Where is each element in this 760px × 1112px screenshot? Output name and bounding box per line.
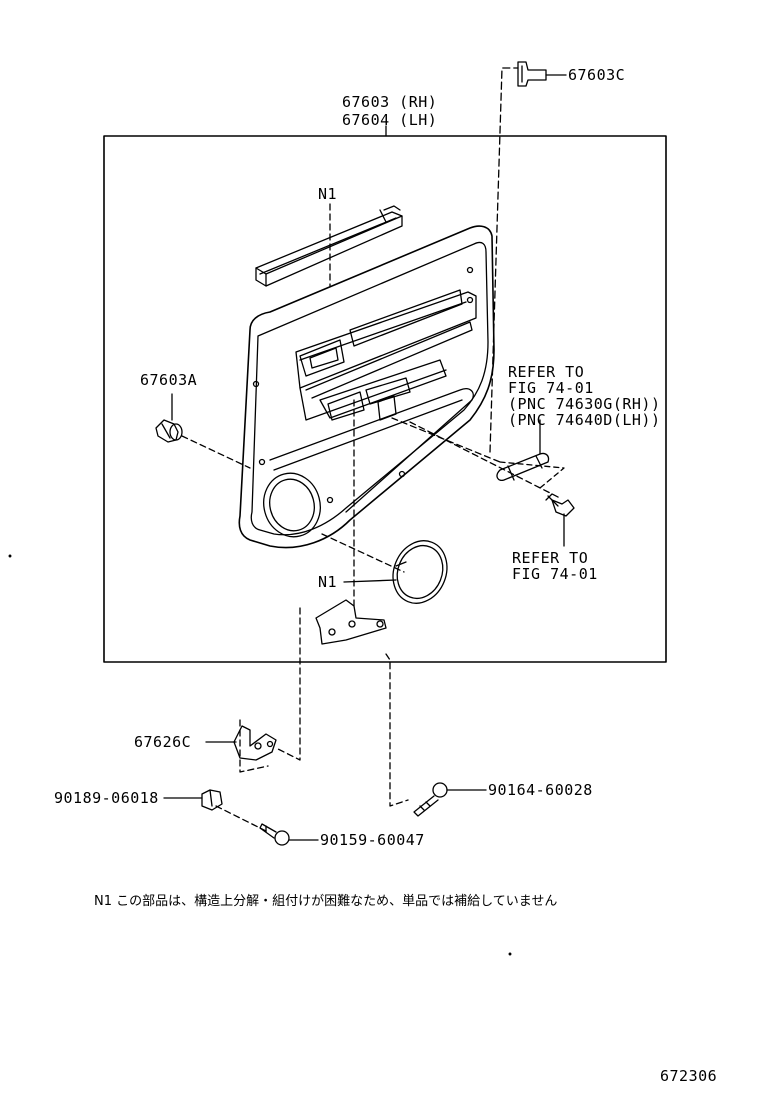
n1-mid-leader [343, 579, 397, 583]
screw-90164-icon [413, 782, 448, 817]
label-67603a: 67603A [140, 371, 198, 389]
label-panel-rh: 67603 (RH) [342, 93, 438, 111]
figure-number: 672306 [660, 1067, 718, 1085]
label-refer-1-line-3: (PNC 74630G(RH)) [508, 395, 661, 413]
label-67626c: 67626C [134, 733, 192, 751]
label-n1-mid: N1 [318, 573, 338, 591]
stray-dot [8, 554, 12, 558]
label-refer-1-line-4: (PNC 74640D(LH)) [508, 411, 661, 429]
label-refer-2-line-2: FIG 74-01 [512, 565, 598, 583]
label-panel-lh: 67604 (LH) [342, 111, 438, 129]
pin-74630g-icon [496, 452, 550, 482]
speaker-cover-n1 [392, 540, 448, 604]
label-90164: 90164-60028 [488, 781, 593, 799]
label-refer-1-line-1: REFER TO [508, 363, 585, 381]
screw-90159-icon [259, 823, 290, 846]
panel-dashed-leaders [181, 399, 561, 611]
pin-dashed-frame [499, 461, 565, 489]
weatherstrip-n1 [255, 205, 403, 287]
label-67603c: 67603C [568, 66, 626, 84]
label-90159: 90159-60047 [320, 831, 425, 849]
door-trim-panel [238, 225, 495, 549]
clip-67603a-icon [155, 419, 183, 443]
clip-67603c-icon [517, 61, 547, 87]
label-refer-1-line-2: FIG 74-01 [508, 379, 594, 397]
label-90189: 90189-06018 [54, 789, 159, 807]
screw-refer-icon [545, 493, 575, 517]
bracket-67626c-icon [233, 725, 277, 761]
stray-dot [508, 952, 512, 956]
label-refer-2-line-1: REFER TO [512, 549, 589, 567]
nut-90189-icon [201, 789, 223, 811]
label-n1-top: N1 [318, 185, 338, 203]
footnote-n1: N1 この部品は、構造上分解・組付けが困難なため、単品では補給していません [94, 894, 558, 909]
inner-bracket-icon [315, 599, 387, 645]
assembly-frame [103, 135, 667, 663]
lower-dashed-leaders [215, 607, 409, 833]
